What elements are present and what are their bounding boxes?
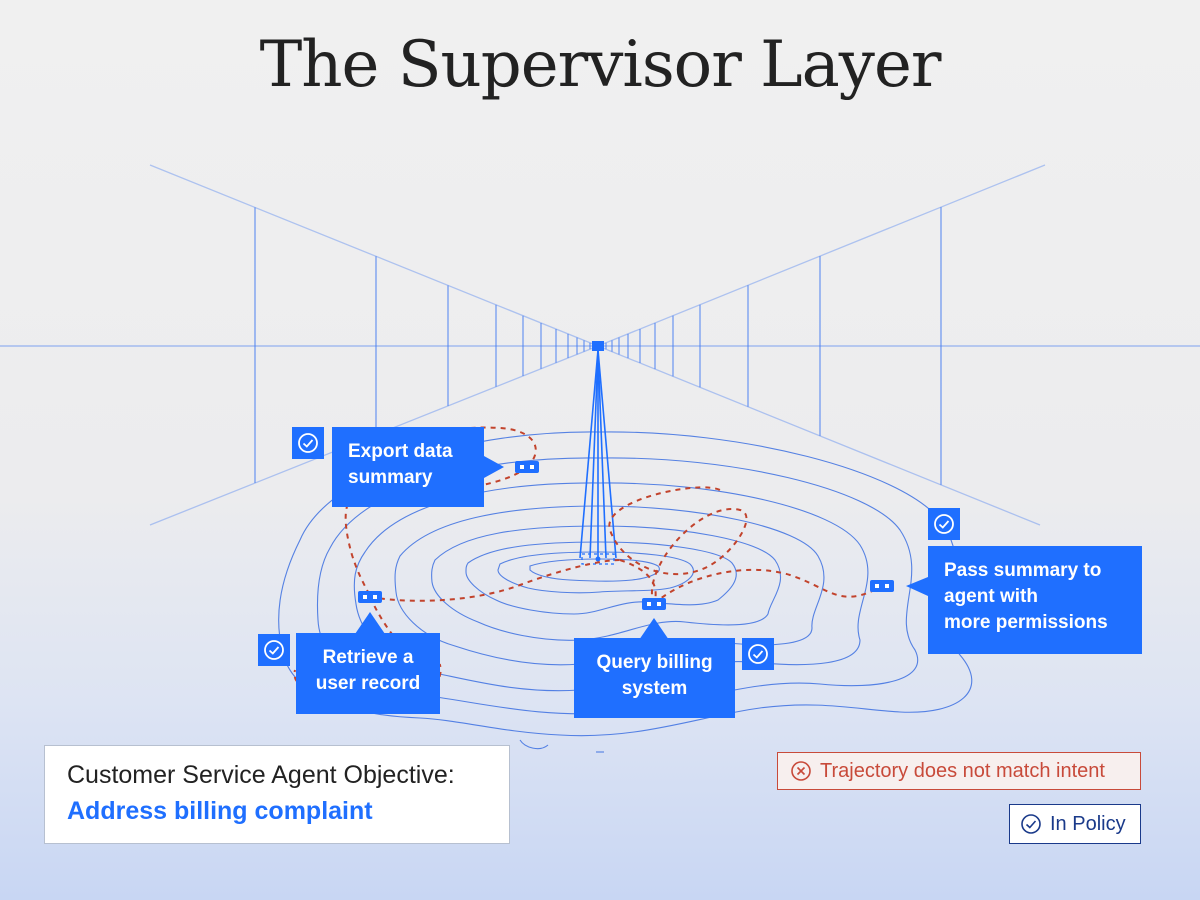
check-circle-icon [1020,813,1042,835]
step-label: Retrieve a [322,647,414,668]
legend-trajectory-mismatch: Trajectory does not match intent [777,752,1141,790]
check-icon [742,638,774,670]
agent-icon-query [642,598,666,610]
x-circle-icon [790,760,812,782]
legend-fail-label: Trajectory does not match intent [820,759,1105,782]
page-title: The Supervisor Layer [259,28,942,102]
objective-box: Customer Service Agent Objective: Addres… [44,745,510,844]
check-icon [928,508,960,540]
legend-in-policy: In Policy [1009,804,1141,844]
pointer-retrieve [355,612,385,634]
step-label: agent with [944,586,1038,607]
step-label: Query billing [596,652,713,673]
agent-icon-pass [870,580,894,592]
step-label: Pass summary to [944,560,1102,581]
pointer-export [484,456,504,478]
step-retrieve-user-record: Retrieve a user record [296,633,440,714]
check-icon [258,634,290,666]
legend-ok-label: In Policy [1050,812,1126,835]
agent-icon-retrieve [358,591,382,603]
step-query-billing-system: Query billing system [574,638,735,718]
check-icon [292,427,324,459]
supervisor-node [592,341,604,351]
step-label: Export data [348,441,453,462]
agent-icon-export [515,461,539,473]
pointer-pass [906,577,928,596]
step-label: summary [348,467,433,488]
objective-value: Address billing complaint [67,797,373,825]
step-export-data-summary: Export data summary [332,427,484,507]
step-label: more permissions [944,612,1108,633]
supervisor-beam [579,349,617,565]
step-label: user record [315,673,421,694]
objective-label: Customer Service Agent Objective: [67,761,455,789]
step-label: system [621,678,688,699]
pointer-query [639,618,669,640]
step-pass-summary: Pass summary to agent with more permissi… [928,546,1142,654]
perspective-grid [0,164,1200,526]
